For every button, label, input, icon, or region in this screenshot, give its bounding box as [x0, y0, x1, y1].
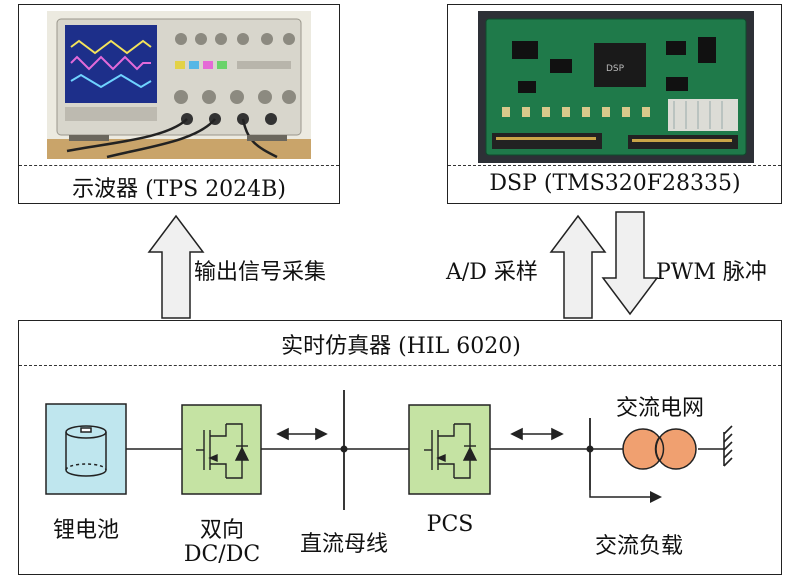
dcdc-label-line1: 双向 — [199, 518, 245, 543]
pwm-arrow — [601, 211, 659, 316]
oscilloscope-photo — [47, 11, 311, 159]
dcdc-box — [181, 404, 262, 495]
hil-box: 实时仿真器 (HIL 6020) — [18, 320, 782, 575]
ad-sampling-label: A/D 采样 — [446, 260, 538, 285]
battery-box — [45, 403, 127, 495]
battery-icon — [65, 425, 107, 477]
oscilloscope-label: 示波器 (TPS 2024B) — [72, 177, 286, 202]
output-signal-label: 输出信号采集 — [194, 260, 327, 285]
dsp-board-drawing: DSP — [478, 11, 754, 163]
ac-grid-label: 交流电网 — [615, 396, 705, 421]
svg-text:DSP: DSP — [606, 64, 625, 74]
pcs-label: PCS — [426, 512, 474, 537]
dsp-box: DSP DSP (TMS320F28335) — [447, 4, 782, 204]
oscilloscope-box: 示波器 (TPS 2024B) — [18, 4, 340, 204]
hil-divider — [19, 365, 781, 366]
pwm-label: PWM 脉冲 — [656, 260, 767, 285]
pcs-box — [408, 404, 491, 495]
pcs-switch-icon — [424, 423, 478, 479]
hil-title: 实时仿真器 (HIL 6020) — [281, 334, 521, 359]
ac-bidirectional-arrow — [510, 427, 564, 441]
oscilloscope-divider — [19, 165, 339, 166]
dc-bus-node — [340, 445, 348, 453]
ac-load-wire — [589, 490, 652, 498]
dc-bus-label: 直流母线 — [299, 532, 389, 557]
dsp-label: DSP (TMS320F28335) — [489, 171, 741, 196]
ac-load-arrow — [650, 491, 662, 503]
battery-label: 锂电池 — [52, 518, 120, 543]
transformer-coil-right — [655, 428, 697, 470]
dc-bidirectional-arrow — [276, 427, 328, 441]
ad-sampling-arrow — [549, 214, 607, 319]
dsp-photo: DSP — [478, 11, 754, 163]
ac-bus-node — [586, 445, 594, 453]
grid-ground-icon — [723, 425, 733, 467]
dcdc-label-line2: DC/DC — [183, 542, 261, 567]
dcdc-switch-icon — [196, 423, 250, 479]
ac-load-label: 交流负载 — [595, 534, 684, 559]
output-signal-arrow — [147, 214, 205, 319]
oscilloscope-drawing — [47, 11, 311, 159]
dsp-divider — [448, 165, 781, 166]
